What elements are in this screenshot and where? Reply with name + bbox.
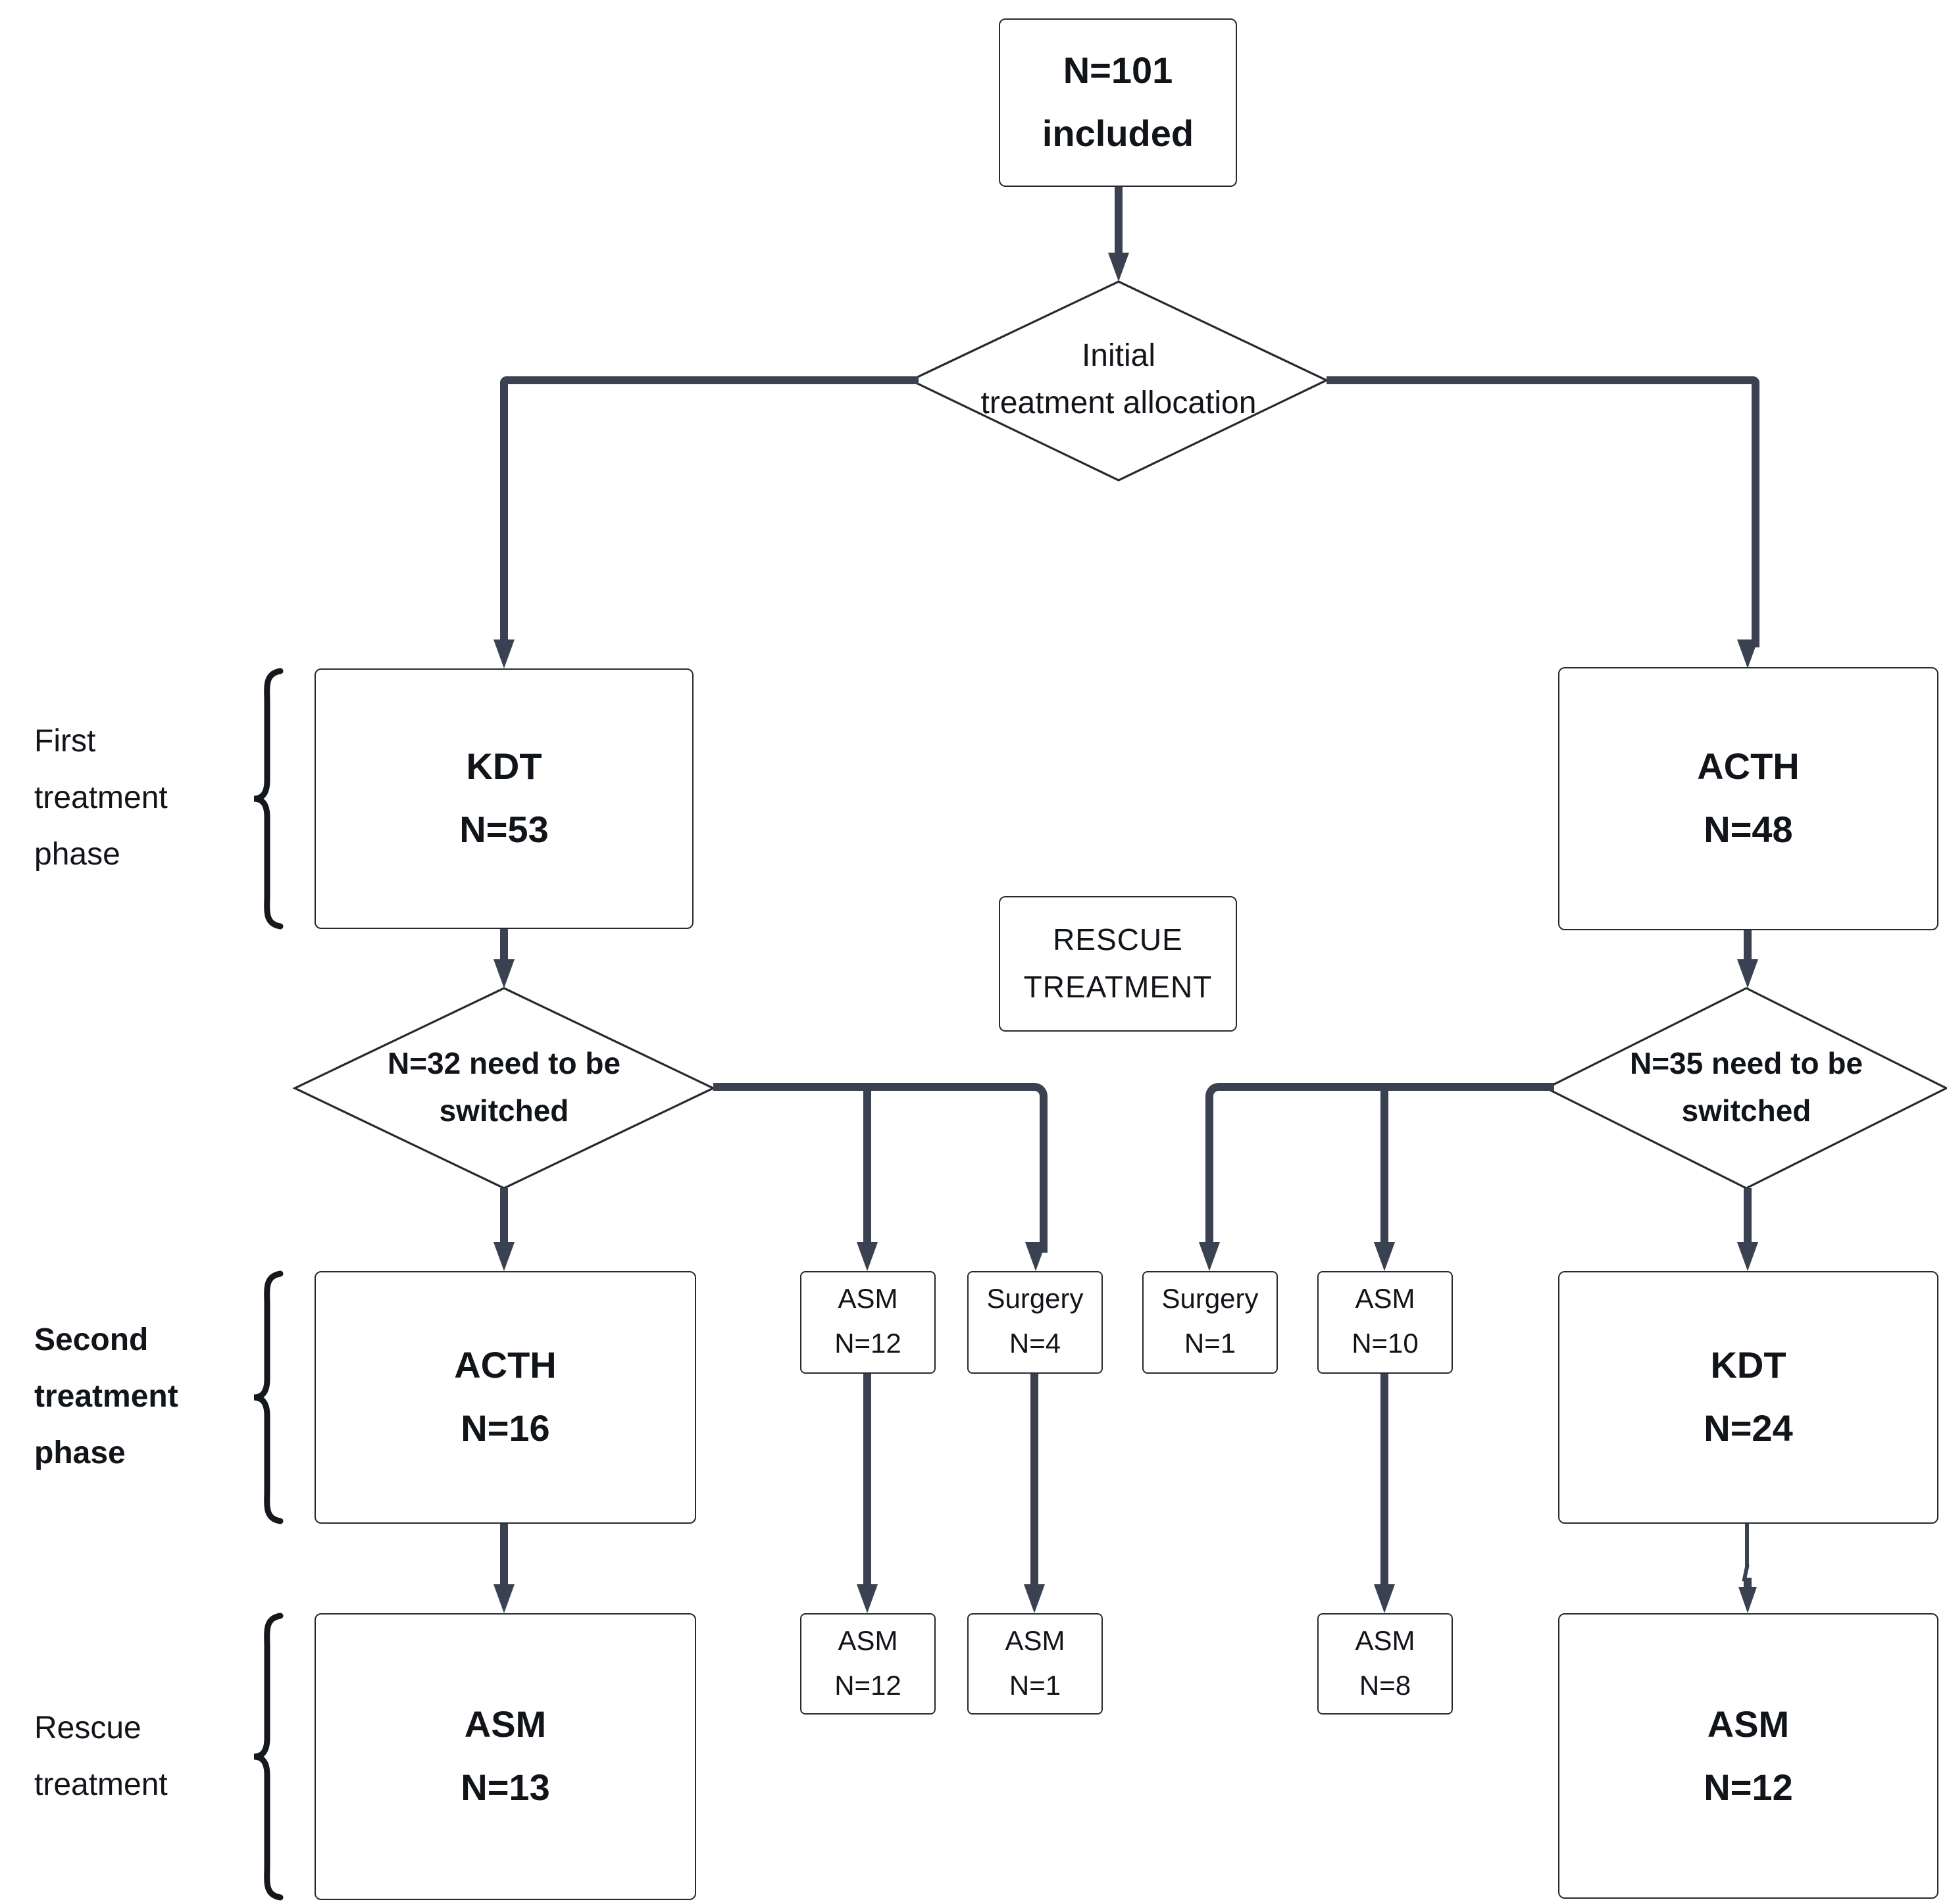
arrowhead-icon	[1374, 1584, 1395, 1613]
node-asm-rescue-big-left: ASM N=13	[315, 1613, 696, 1900]
node-asm-mid-left: ASM N=12	[800, 1271, 936, 1374]
node-asm-rescue-mid: ASM N=1	[967, 1613, 1103, 1715]
label-initial-allocation: Initial treatment allocation	[980, 338, 1257, 421]
connector-surgery4-to-asm1	[1030, 1374, 1038, 1587]
arrowhead-icon	[1737, 639, 1758, 668]
arrowhead-icon	[1024, 1584, 1045, 1613]
arrowhead-icon	[493, 1584, 515, 1613]
node-surgery-right: Surgery N=1	[1142, 1271, 1278, 1374]
label-switch-left: N=32 need to be switched	[387, 1046, 621, 1128]
arrowhead-icon	[1025, 1242, 1046, 1271]
connector-switchright-to-surgery1	[1205, 1083, 1554, 1253]
node-kdt-first: KDT N=53	[315, 668, 694, 929]
connector-switchleft-to-acth16	[500, 1188, 508, 1245]
node-asm-rescue-mid-right: ASM N=8	[1317, 1613, 1453, 1715]
node-included: N=101 included	[999, 18, 1237, 187]
node-surgery-left: Surgery N=4	[967, 1271, 1103, 1374]
node-acth-second: ACTH N=16	[315, 1271, 696, 1524]
arrowhead-icon	[493, 1242, 515, 1271]
node-asm-rescue-mid-left: ASM N=12	[800, 1613, 936, 1715]
connector-included-to-allocation	[1115, 187, 1123, 255]
connector-allocation-to-kdt	[500, 376, 919, 647]
node-kdt-second: KDT N=24	[1558, 1271, 1938, 1524]
arrowhead-icon	[857, 1242, 878, 1271]
connector-allocation-to-acth	[1327, 376, 1759, 647]
arrowhead-icon	[1374, 1242, 1395, 1271]
phase-label-rescue: Rescue treatment	[34, 1711, 168, 1803]
connector-switchright-to-kdt24	[1744, 1188, 1752, 1245]
connector-branch-to-asm12	[863, 1083, 871, 1245]
connector-kdt24-to-asm12	[1745, 1524, 1749, 1568]
arrowhead-icon	[1738, 1587, 1757, 1613]
arrowhead-icon	[1108, 253, 1129, 282]
connector-acth16-to-asm13	[500, 1524, 508, 1587]
node-rescue-header: RESCUE TREATMENT	[999, 896, 1237, 1032]
rescue-brace	[253, 1613, 284, 1901]
arrowhead-icon	[1737, 1242, 1758, 1271]
connector-kdt24-lower	[1744, 1578, 1752, 1590]
phase-label-second: Second treatment phase	[34, 1322, 178, 1471]
arrowhead-icon	[493, 639, 515, 668]
arrowhead-icon	[1199, 1242, 1220, 1271]
phase-label-first: First treatment phase	[34, 724, 168, 872]
connector-switchleft-to-surgery4	[713, 1083, 1048, 1253]
node-asm-mid-right: ASM N=10	[1317, 1271, 1453, 1374]
node-acth-first: ACTH N=48	[1558, 667, 1938, 930]
connector-asm10-to-asm8	[1380, 1374, 1388, 1587]
arrowhead-icon	[857, 1584, 878, 1613]
initial-allocation-diamond	[908, 280, 1329, 482]
first-phase-brace	[253, 668, 284, 930]
connector-asm12-to-asm12	[863, 1374, 871, 1587]
connector-acth-to-switch	[1744, 930, 1752, 962]
connector-branch-to-asm10	[1380, 1083, 1388, 1245]
arrowhead-icon	[493, 959, 515, 988]
connector-kdt-to-switch	[500, 929, 508, 962]
node-asm-rescue-big-right: ASM N=12	[1558, 1613, 1938, 1899]
second-phase-brace	[253, 1270, 284, 1524]
arrowhead-icon	[1737, 959, 1758, 988]
label-switch-right: N=35 need to be switched	[1629, 1046, 1863, 1128]
